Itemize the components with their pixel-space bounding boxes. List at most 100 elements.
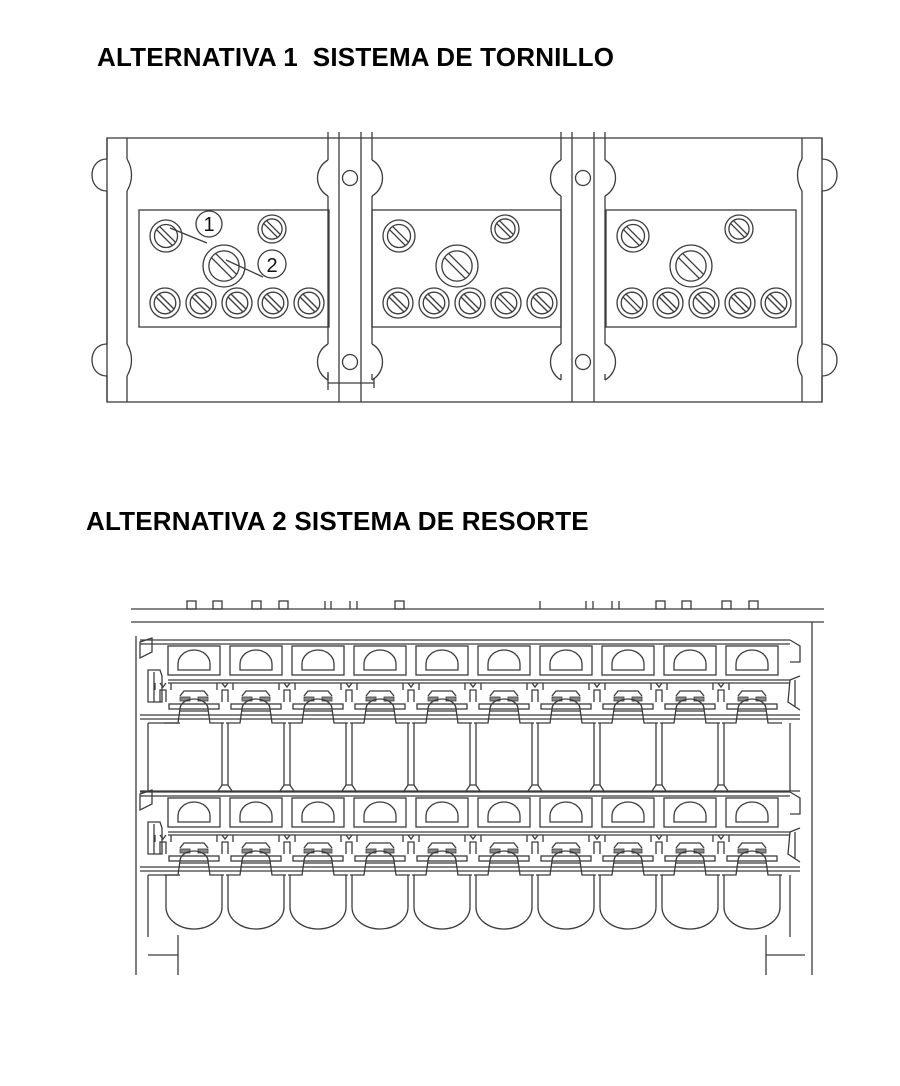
separator: [345, 689, 353, 702]
module-plate: [138, 209, 330, 328]
separator-notch: [221, 682, 229, 689]
terminal-screw-icon: [526, 287, 558, 319]
screw-inner-ring: [386, 291, 410, 315]
center-screw-icon: [669, 244, 713, 288]
screw-outer-ring: [669, 244, 713, 288]
small-screw-icon: [490, 214, 520, 244]
terminal-screw-icon: [418, 287, 450, 319]
entry-dome: [660, 698, 720, 724]
separator: [407, 689, 415, 702]
large-screw-icon: [382, 219, 416, 253]
screw-slot-line: [263, 296, 280, 313]
spring-terminal: [402, 797, 469, 862]
screw-slot-line: [227, 296, 244, 313]
alternative-2-title: ALTERNATIVA 2 SISTEMA DE RESORTE: [86, 506, 589, 536]
entry-dome: [164, 850, 224, 876]
screw-slot-line: [499, 293, 516, 310]
screw-system-drawing: 12: [91, 132, 838, 403]
spring-terminal: [650, 797, 717, 862]
clamp-spring: [427, 690, 457, 697]
terminal-screw-icon: [490, 287, 522, 319]
button-dome: [301, 801, 335, 823]
button-dome: [611, 649, 645, 671]
rail-bulge: [91, 343, 108, 377]
callout-circle: [195, 210, 223, 238]
clamp-spring: [551, 842, 581, 849]
rail-tab: [186, 600, 197, 610]
release-button: [601, 797, 655, 828]
clamp-spring: [737, 690, 767, 697]
button-dome: [611, 801, 645, 823]
terminal-screw-icon: [616, 287, 648, 319]
separator: [588, 835, 606, 842]
callout-label: 1: [203, 214, 214, 236]
screw-inner-ring: [692, 291, 716, 315]
end-cap: [789, 639, 801, 663]
small-screw-icon: [257, 214, 287, 244]
busbar: [292, 703, 344, 710]
release-button: [229, 645, 283, 676]
clamp-spring: [365, 690, 395, 697]
screw-module-2: [371, 209, 562, 328]
separator: [402, 835, 420, 842]
screw-inner-ring: [422, 291, 446, 315]
separator-notch: [655, 834, 663, 841]
large-screw-icon: [616, 219, 650, 253]
release-button: [539, 797, 593, 828]
separator: [531, 841, 539, 854]
separator: [402, 683, 420, 690]
screw-outer-ring: [221, 287, 253, 319]
wire-channel: [475, 875, 533, 930]
clamp-spring: [613, 842, 643, 849]
button-dome: [673, 801, 707, 823]
screw-inner-ring: [261, 291, 285, 315]
screw-inner-ring: [386, 223, 412, 249]
busbar: [416, 855, 468, 862]
screw-slot-line: [391, 293, 408, 310]
screw-outer-ring: [149, 219, 183, 253]
separator-notch: [717, 834, 725, 841]
button-dome: [735, 649, 769, 671]
wire-entry-row-1: [147, 698, 791, 792]
screw-slot-line: [682, 252, 705, 275]
screw-slot-line: [443, 257, 466, 280]
entry-dome: [536, 698, 596, 724]
screw-slot-line: [302, 293, 319, 310]
rail-bulge: [796, 158, 803, 192]
screw-slot-line: [498, 220, 514, 236]
channel-foot: [589, 784, 605, 792]
screw-slot-line: [730, 222, 746, 238]
busbar: [664, 855, 716, 862]
spring-terminal: [712, 645, 779, 710]
separator: [345, 841, 353, 854]
clamp-spring: [551, 690, 581, 697]
wire-entry-slot: [722, 850, 782, 930]
screw-slot-line: [215, 252, 238, 275]
screw-slot-line: [532, 296, 549, 313]
separator-notch: [283, 682, 291, 689]
terminal-screw-icon: [652, 287, 684, 319]
rail-tab: [721, 600, 732, 610]
screw-slot-line: [427, 293, 444, 310]
rail-tab: [394, 600, 405, 610]
separator: [526, 683, 544, 690]
spring-terminal: [526, 797, 593, 862]
rail-bulge: [604, 343, 617, 381]
channel-foot: [279, 784, 295, 792]
screw-inner-ring: [620, 223, 646, 249]
screw-slot-line: [265, 220, 281, 236]
screw-slot-line: [392, 225, 410, 243]
screw-inner-ring: [225, 291, 249, 315]
entry-dome: [288, 698, 348, 724]
callout-label: 2: [266, 255, 277, 277]
rail-tab: [748, 600, 759, 610]
right-rail: [796, 138, 838, 402]
busbar: [292, 855, 344, 862]
wire-entry-slot: [350, 850, 410, 930]
separator: [712, 683, 730, 690]
entry-dome: [412, 698, 472, 724]
rail-bulge: [604, 159, 617, 197]
terminal-screw-icon: [688, 287, 720, 319]
busbar: [354, 703, 406, 710]
wire-channel: [661, 875, 719, 930]
